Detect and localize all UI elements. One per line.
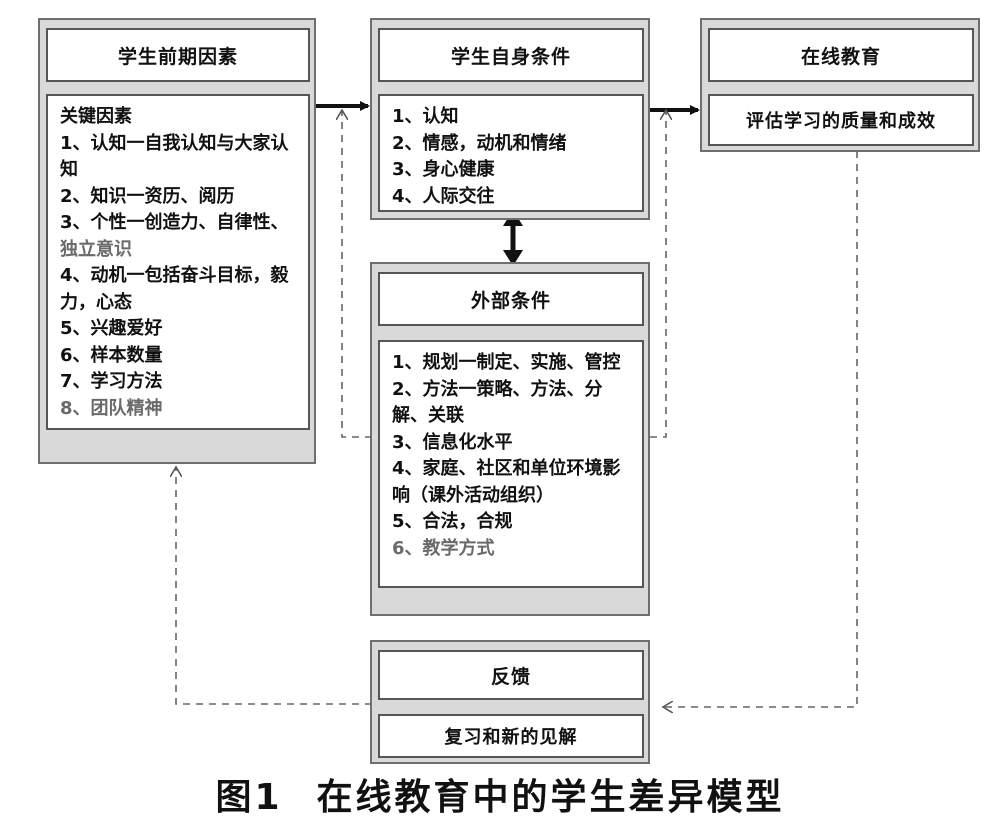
list-item: 4、人际交往 — [392, 185, 495, 207]
pre-factors-body: 关键因素 1、认知一自我认知与大家认知 2、知识一资历、阅历 3、个性一创造力、自律性… — [46, 94, 310, 430]
figure-number: 图1 — [215, 777, 283, 818]
list-item: 8、团队精神 — [60, 397, 163, 419]
list-item: 4、家庭、社区和单位环境影响（课外活动组织） — [392, 458, 621, 506]
list-item: 关键因素 — [60, 106, 132, 127]
list-item: 3、信息化水平 — [392, 431, 513, 453]
list-item: 1、认知一自我认知与大家认知 — [60, 132, 289, 181]
external-conditions-title: 外部条件 — [378, 272, 644, 326]
figure-caption: 图1 在线教育中的学生差异模型 — [0, 768, 1000, 820]
dashed-external-to-online-arrow — [650, 110, 666, 438]
figure-title: 在线教育中的学生差异模型 — [316, 777, 785, 818]
arrow-head-down — [503, 250, 523, 266]
dashed-external-to-pre-arrow — [342, 110, 372, 438]
online-education-panel: 在线教育 评估学习的质量和成效 — [700, 18, 980, 152]
list-item: 2、方法一策略、方法、分解、关联 — [392, 378, 603, 427]
dashed-online-to-feedback — [663, 151, 858, 707]
list-item: 7、学习方法 — [60, 371, 163, 392]
list-item: 2、知识一资历、阅历 — [60, 185, 235, 207]
pre-factors-title: 学生前期因素 — [46, 28, 310, 82]
online-education-subtitle: 评估学习的质量和成效 — [708, 94, 974, 146]
feedback-title: 反馈 — [378, 650, 644, 700]
list-item: 3、身心健康 — [392, 159, 495, 180]
external-conditions-list: 1、规划一制定、实施、管控 2、方法一策略、方法、分解、关联 3、信息化水平 4、家庭… — [380, 342, 642, 562]
list-item: 5、合法，合规 — [392, 511, 513, 532]
external-conditions-body: 1、规划一制定、实施、管控 2、方法一策略、方法、分解、关联 3、信息化水平 4、家庭… — [378, 340, 644, 588]
feedback-subtitle: 复习和新的见解 — [378, 714, 644, 758]
external-conditions-panel: 外部条件 1、规划一制定、实施、管控 2、方法一策略、方法、分解、关联 3、信息化水… — [370, 262, 650, 616]
list-item: 4、动机一包括奋斗目标，毅力，心态 — [60, 265, 289, 313]
self-conditions-panel: 学生自身条件 1、认知 2、情感，动机和情绪 3、身心健康 4、人际交往 — [370, 18, 650, 220]
list-item: 6、教学方式 — [392, 537, 495, 559]
list-item: 5、兴趣爱好 — [60, 318, 163, 339]
list-item: 6、样本数量 — [60, 344, 163, 366]
list-item: 1、规划一制定、实施、管控 — [392, 352, 621, 373]
list-item: 2、情感，动机和情绪 — [392, 132, 567, 154]
self-conditions-body: 1、认知 2、情感，动机和情绪 3、身心健康 4、人际交往 — [378, 94, 644, 212]
dashed-feedback-to-pre — [176, 467, 372, 705]
pre-factors-panel: 学生前期因素 关键因素 1、认知一自我认知与大家认知 2、知识一资历、阅历 3、个性一… — [38, 18, 316, 464]
online-education-title: 在线教育 — [708, 28, 974, 82]
list-item: 3、个性一创造力、自律性、 — [60, 212, 289, 233]
pre-factors-list: 关键因素 1、认知一自我认知与大家认知 2、知识一资历、阅历 3、个性一创造力、自律性… — [48, 96, 308, 422]
list-item: 1、认知 — [392, 106, 459, 127]
list-item: 独立意识 — [60, 238, 132, 260]
self-conditions-title: 学生自身条件 — [378, 28, 644, 82]
feedback-panel: 反馈 复习和新的见解 — [370, 640, 650, 764]
self-conditions-list: 1、认知 2、情感，动机和情绪 3、身心健康 4、人际交往 — [380, 96, 642, 210]
